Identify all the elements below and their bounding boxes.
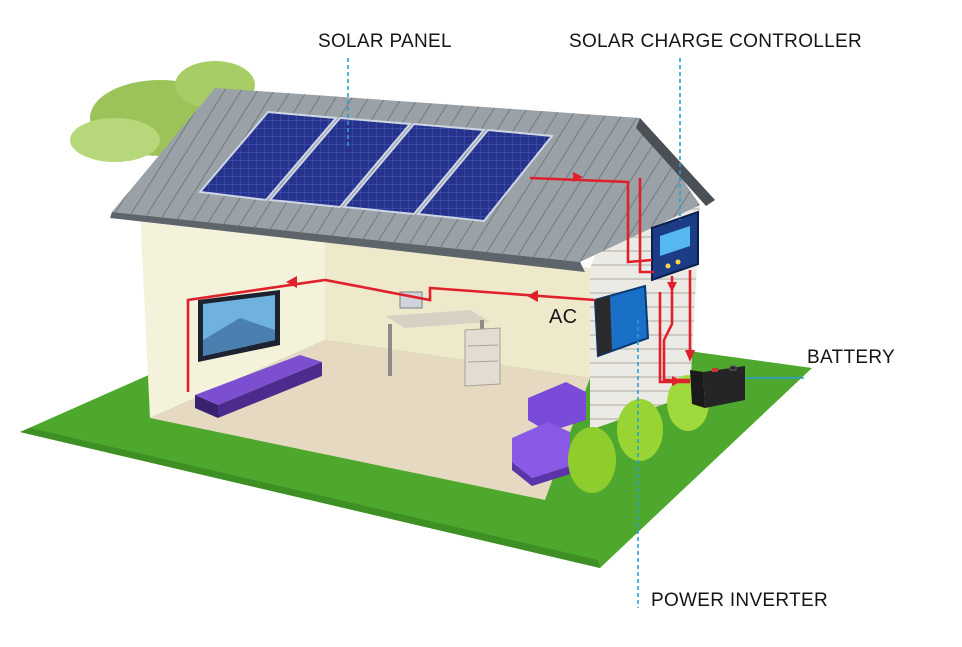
label-solar-charge-controller: SOLAR CHARGE CONTROLLER [569,31,862,53]
label-ac: AC [549,306,577,329]
label-power-inverter: POWER INVERTER [651,590,828,612]
label-solar-panel: SOLAR PANEL [318,31,452,53]
label-battery: BATTERY [807,347,895,369]
